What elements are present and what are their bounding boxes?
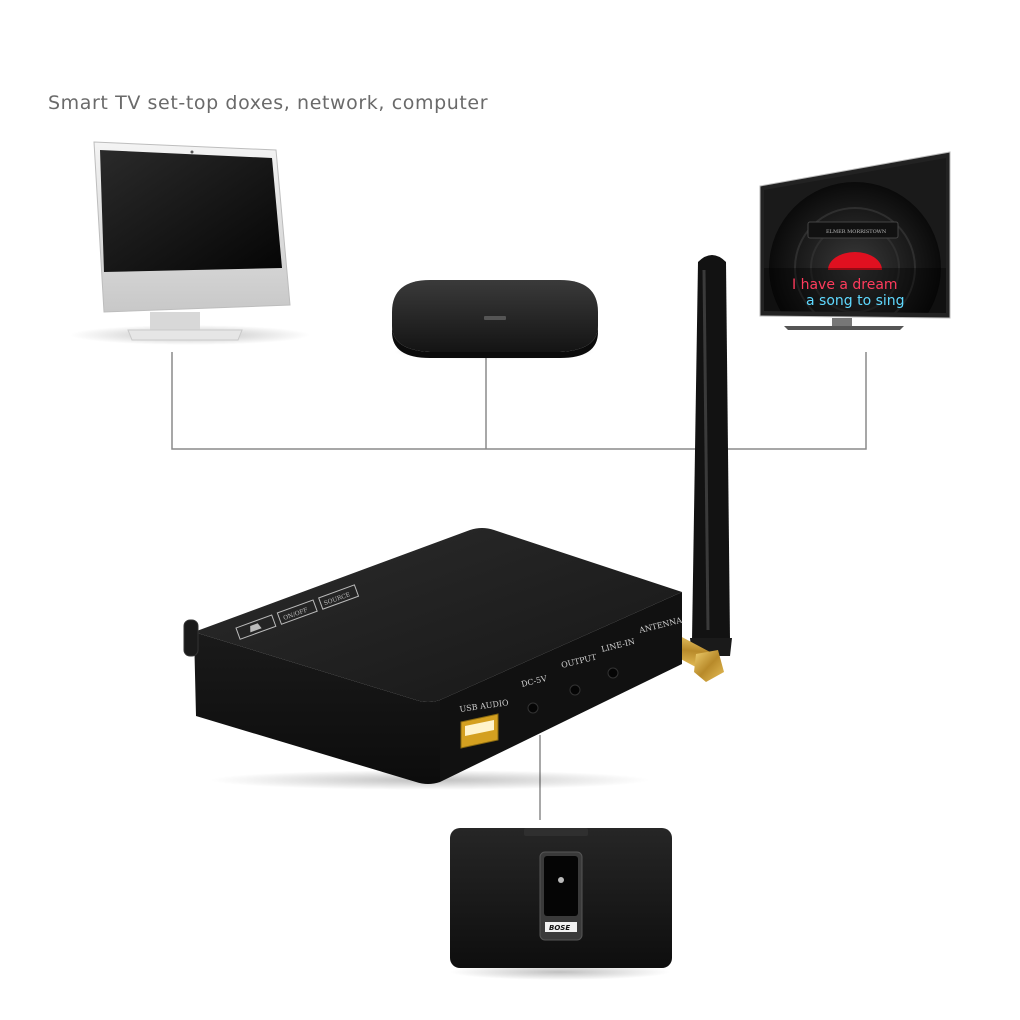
caption-text: Smart TV set-top doxes, network, compute…	[48, 92, 489, 114]
speaker-brand: BOSE	[549, 924, 570, 932]
main-device: ON/OFF SOURCE USB AUDIO DC-5V OUTPUT LIN…	[183, 528, 683, 790]
output-jack	[569, 684, 581, 696]
computer-monitor	[70, 141, 310, 345]
speaker: BOSE	[450, 828, 672, 980]
tv-player-text: ELMER MORRISTOWN	[826, 229, 887, 235]
set-top-box	[392, 280, 598, 360]
usb-port	[460, 713, 499, 749]
tv-lyric-line-2: a song to sing	[806, 293, 905, 309]
line-in-jack	[607, 667, 619, 679]
dc-jack	[527, 702, 539, 714]
television: ELMER MORRISTOWN I have a dream a song t…	[759, 151, 951, 330]
tv-lyric-line-1: I have a dream	[792, 277, 898, 293]
